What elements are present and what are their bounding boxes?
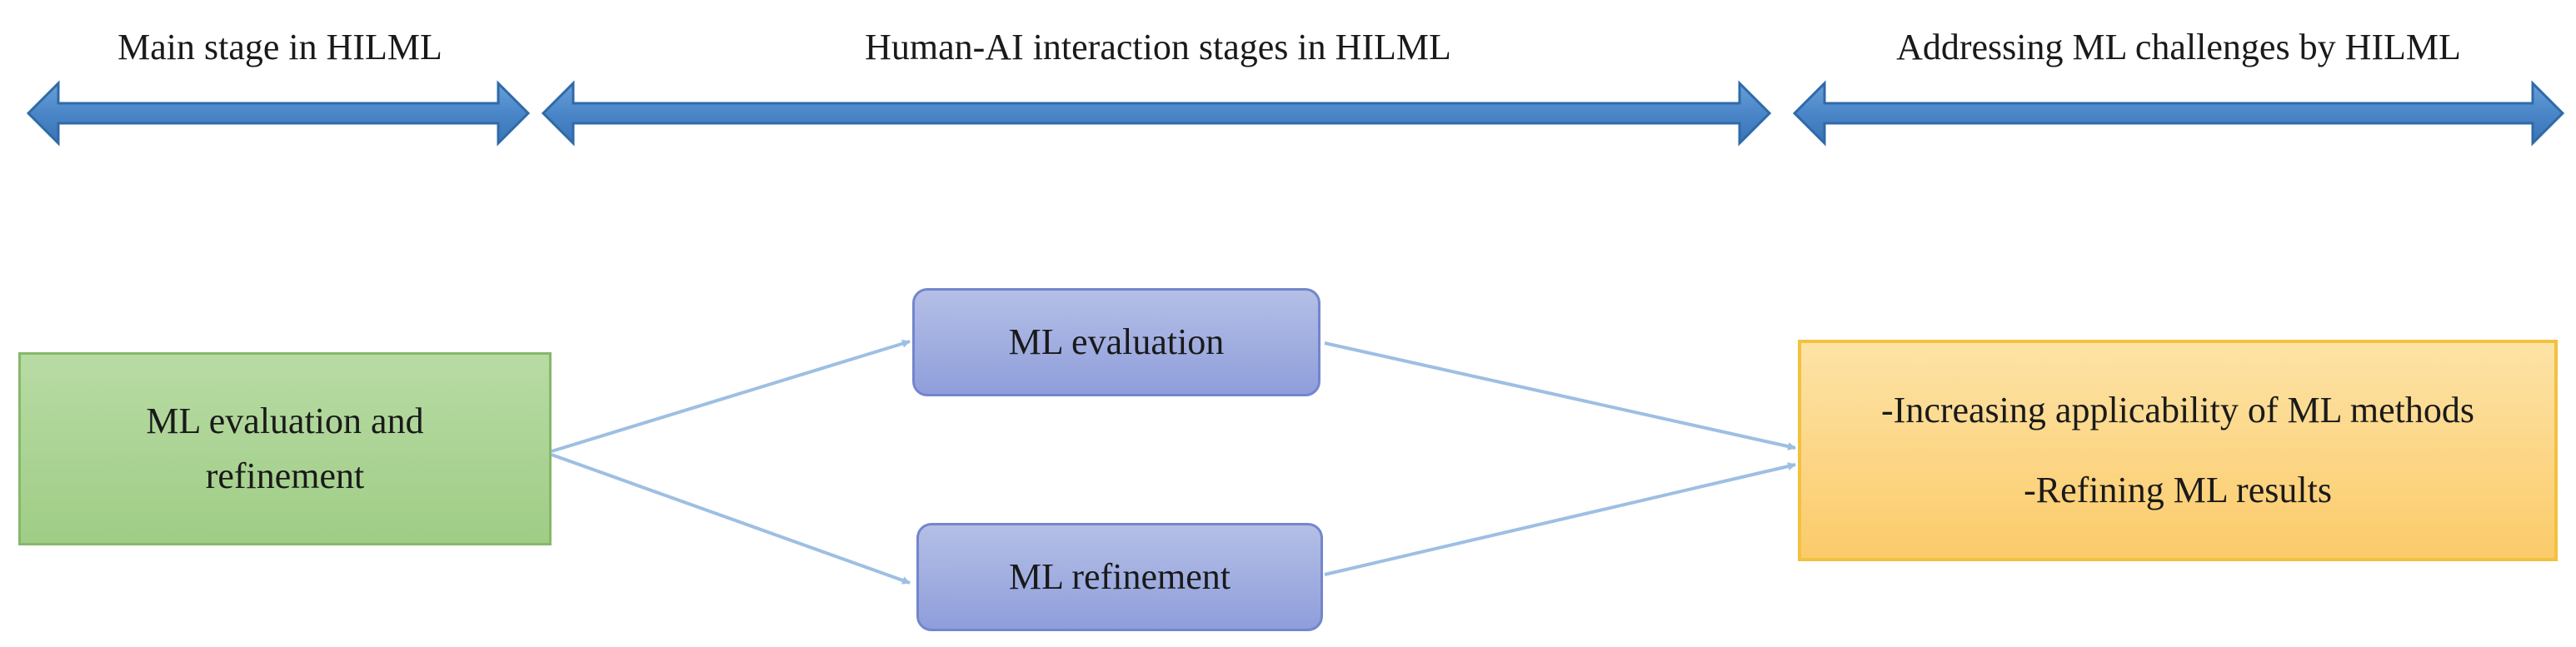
column-title-main-stage: Main stage in HILML bbox=[117, 27, 442, 67]
connector-evaluation-to-outcomes bbox=[1324, 341, 1796, 450]
connector-main-to-evaluation bbox=[551, 339, 911, 453]
ml-refinement-label: ML refinement bbox=[1009, 556, 1231, 597]
ml-refinement-box: ML refinement bbox=[916, 523, 1323, 631]
column-title-challenges: Addressing ML challenges by HILML bbox=[1896, 27, 2461, 67]
ml-evaluation-label: ML evaluation bbox=[1008, 321, 1225, 362]
main-stage-line-2: refinement bbox=[205, 455, 365, 496]
connector-refinement-to-outcomes bbox=[1324, 462, 1796, 576]
main-stage-line-1: ML evaluation and bbox=[146, 401, 424, 441]
double-arrow-interaction-stages bbox=[541, 80, 1772, 147]
connector-main-to-refinement bbox=[551, 453, 911, 585]
ml-evaluation-box: ML evaluation bbox=[912, 288, 1320, 396]
outcome-refining-results: -Refining ML results bbox=[2024, 470, 2332, 510]
outcome-applicability: -Increasing applicability of ML methods bbox=[1881, 390, 2474, 431]
outcomes-box: -Increasing applicability of ML methods … bbox=[1798, 340, 2558, 561]
double-arrow-main-stage bbox=[26, 80, 531, 147]
double-arrow-challenges bbox=[1792, 80, 2565, 147]
column-title-interaction-stages: Human-AI interaction stages in HILML bbox=[865, 27, 1451, 67]
main-stage-box: ML evaluation and refinement bbox=[18, 352, 552, 545]
